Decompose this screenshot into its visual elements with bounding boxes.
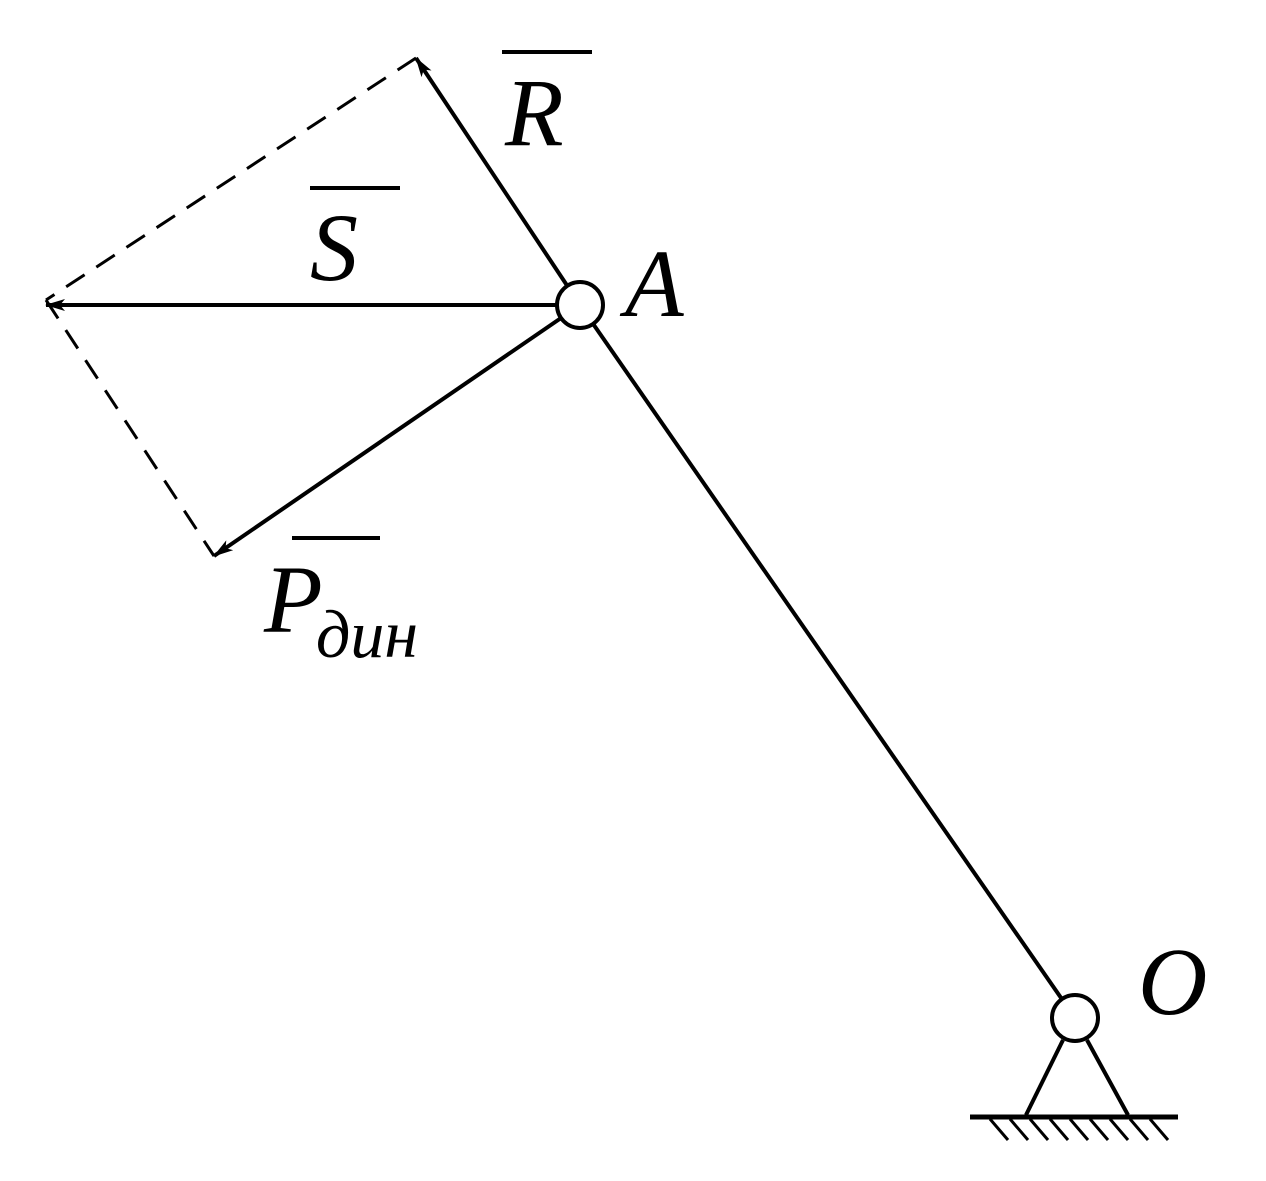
label-p: P [263, 546, 323, 653]
label-r-group: R [502, 50, 592, 166]
rod-oa [578, 303, 1077, 1020]
joint-a [555, 280, 605, 330]
fixed-support [970, 1039, 1178, 1141]
label-p-subscript: дин [316, 596, 418, 672]
joint-o [1050, 993, 1100, 1043]
label-o: O [1138, 928, 1207, 1035]
label-p-group: P дин [263, 536, 418, 672]
dashed-line-top [45, 56, 417, 302]
label-s-group: S [310, 186, 400, 301]
dashed-line-bottom [44, 299, 216, 557]
label-a: A [619, 230, 684, 337]
ground-hatching [988, 1118, 1170, 1141]
label-s: S [310, 194, 358, 301]
vector-r [414, 56, 582, 307]
label-r: R [504, 59, 564, 166]
vector-p-din [212, 303, 582, 558]
